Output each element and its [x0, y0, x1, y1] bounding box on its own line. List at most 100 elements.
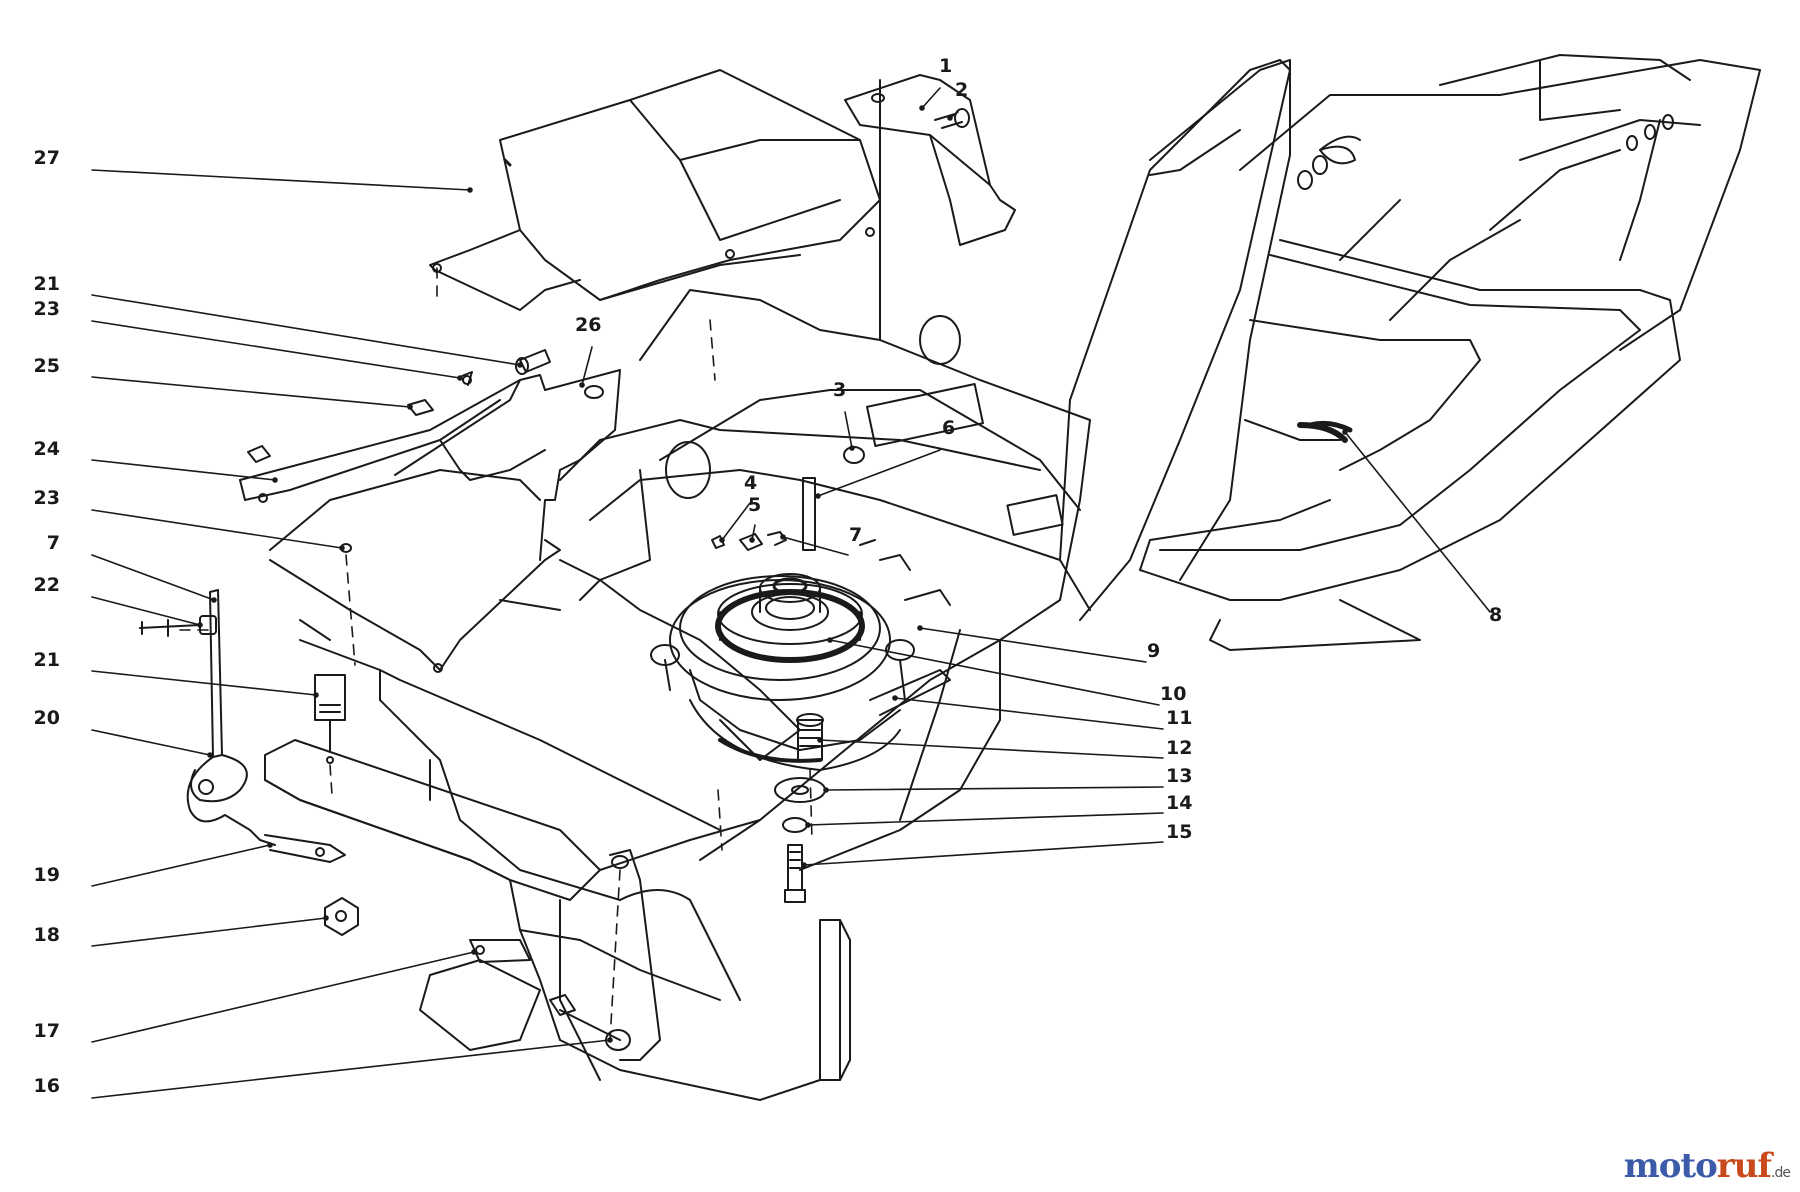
leader-line-9 — [919, 627, 1147, 663]
leader-tip-27 — [467, 187, 473, 193]
callout-25: 25 — [33, 355, 60, 377]
callout-leader-lines — [91, 87, 1491, 1099]
part-18-nut — [324, 897, 359, 936]
leader-line-15 — [803, 841, 1164, 866]
leader-line-1 — [921, 87, 941, 109]
leader-line-13 — [825, 786, 1164, 791]
leader-tip-6 — [815, 493, 821, 499]
callout-7: 7 — [46, 532, 60, 554]
leader-tip-9 — [917, 625, 923, 631]
leader-line-3 — [844, 411, 853, 449]
leader-line-21 — [91, 294, 521, 366]
leader-tip-11 — [892, 695, 898, 701]
clutch-assembly — [650, 573, 951, 771]
callout-17: 17 — [33, 1020, 60, 1042]
leader-tip-21 — [517, 362, 523, 368]
leader-line-8 — [1344, 431, 1491, 613]
callout-3: 3 — [833, 379, 847, 401]
callout-14: 14 — [1166, 792, 1193, 814]
leader-line-26 — [581, 346, 593, 386]
leader-line-19 — [91, 844, 271, 887]
part-20-lift-rod — [186, 589, 346, 863]
leader-tip-15 — [801, 862, 807, 868]
leader-line-20 — [91, 729, 211, 756]
callout-15: 15 — [1166, 821, 1193, 843]
callout-7: 7 — [849, 524, 863, 546]
leader-line-17 — [91, 951, 475, 1043]
leader-tip-12 — [817, 737, 823, 743]
leader-line-23 — [91, 320, 461, 379]
watermark-brand-b: ruf — [1716, 1146, 1772, 1186]
rear-frame — [1149, 54, 1761, 581]
part-21-bolt-top — [515, 349, 551, 375]
leader-tip-21 — [313, 692, 319, 698]
front-frame-plate — [264, 739, 851, 1101]
leader-tip-10 — [827, 637, 833, 643]
leader-tip-24 — [272, 477, 278, 483]
callout-5: 5 — [748, 494, 762, 516]
callout-13: 13 — [1166, 765, 1193, 787]
leader-line-11 — [894, 697, 1164, 730]
callout-8: 8 — [1489, 604, 1503, 626]
leader-tip-22 — [197, 622, 203, 628]
leader-tip-23 — [457, 375, 463, 381]
leader-tip-4 — [719, 537, 725, 543]
callout-27: 27 — [33, 147, 60, 169]
callout-23: 23 — [33, 298, 60, 320]
leader-tip-16 — [607, 1037, 613, 1043]
callout-18: 18 — [33, 924, 60, 946]
callout-12: 12 — [1166, 737, 1193, 759]
callout-26: 26 — [575, 314, 602, 336]
watermark-suffix: .de — [1771, 1165, 1791, 1181]
leader-line-12 — [819, 739, 1164, 759]
part-17-bracket — [469, 939, 531, 963]
leader-tip-23 — [339, 545, 345, 551]
leader-tip-3 — [849, 445, 855, 451]
leader-line-16 — [91, 1039, 611, 1099]
part-26-shield — [239, 369, 621, 673]
callout-22: 22 — [33, 574, 60, 596]
leader-tip-8 — [1342, 429, 1348, 435]
leader-tip-7 — [780, 534, 786, 540]
leader-line-18 — [91, 917, 327, 947]
part-2-bolt — [934, 108, 970, 129]
leader-tip-14 — [805, 822, 811, 828]
chassis-frame — [299, 59, 1356, 901]
callout-21: 21 — [33, 649, 60, 671]
leader-line-7 — [782, 536, 849, 556]
leader-tip-1 — [919, 105, 925, 111]
leader-tip-25 — [407, 404, 413, 410]
callout-21: 21 — [33, 273, 60, 295]
leader-line-22 — [91, 596, 201, 626]
part-21-bolt-lower — [314, 674, 346, 764]
leader-tip-26 — [579, 382, 585, 388]
leader-tip-19 — [267, 842, 273, 848]
part-1-bracket — [844, 74, 1016, 246]
leader-line-24 — [91, 459, 276, 481]
leader-line-7 — [91, 554, 215, 601]
leader-line-23 — [91, 509, 343, 549]
parts-25-23-clips — [247, 371, 473, 553]
callout-6: 6 — [942, 417, 956, 439]
callout-10: 10 — [1160, 683, 1187, 705]
leader-tip-13 — [823, 787, 829, 793]
callout-24: 24 — [33, 438, 60, 460]
parts-3-6-hardware — [711, 446, 911, 571]
leader-line-25 — [91, 376, 411, 408]
callout-19: 19 — [33, 864, 60, 886]
leader-line-27 — [91, 169, 471, 191]
callout-4: 4 — [744, 472, 758, 494]
part-27-cover — [429, 69, 881, 311]
callout-16: 16 — [33, 1075, 60, 1097]
callout-11: 11 — [1166, 707, 1193, 729]
leader-line-21 — [91, 670, 317, 696]
leader-tip-20 — [207, 752, 213, 758]
leader-line-6 — [817, 449, 941, 497]
part-16-hinge — [549, 849, 661, 1061]
leader-tip-2 — [947, 115, 953, 121]
callout-23: 23 — [33, 487, 60, 509]
leader-line-10 — [829, 639, 1160, 706]
callout-9: 9 — [1147, 640, 1161, 662]
